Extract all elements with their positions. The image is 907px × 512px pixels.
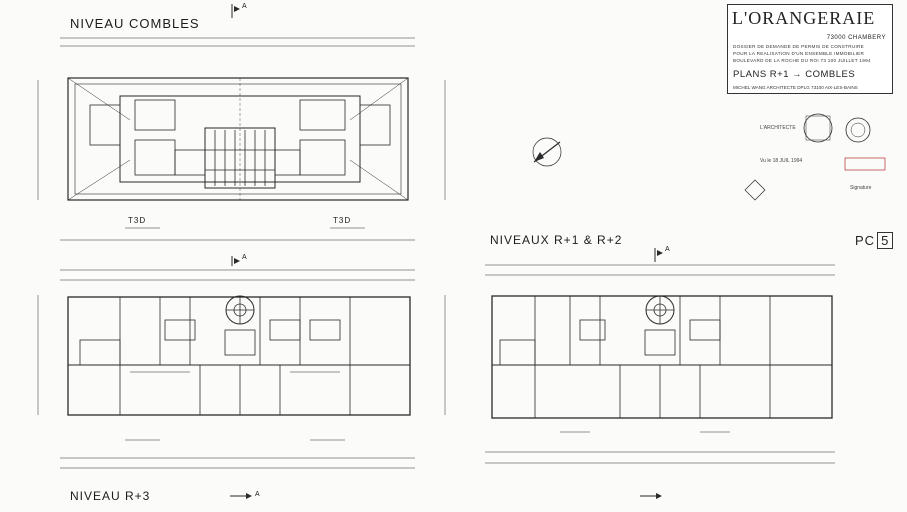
reference-stamp: Vu le 18 JUIL 1994 xyxy=(760,158,803,164)
plan-r3 xyxy=(37,256,446,499)
project-brand: L'ORANGERAIE xyxy=(732,8,876,28)
title-niveaux-r1-r2: NIVEAUX R+1 & R+2 xyxy=(490,233,623,247)
description-line-1: DOSSIER DE DEMANDE DE PERMIS DE CONSTRUI… xyxy=(733,44,865,49)
architect-stamp: L'ARCHITECTE xyxy=(760,125,796,131)
seal-stamp-icon xyxy=(744,113,886,201)
description-line-2: POUR LA REALISATION D'UN ENSEMBLE IMMOBI… xyxy=(733,51,865,56)
section-marker-r1r2: A xyxy=(665,246,671,253)
title-block: L'ORANGERAIE 73000 CHAMBERY DOSSIER DE D… xyxy=(727,4,893,94)
description-line-3: BOULEVARD DE LA ROCHE DU ROI 73 100 JUIL… xyxy=(733,58,871,63)
plan-r1-r2 xyxy=(485,248,835,499)
postcode-city: 73000 CHAMBERY xyxy=(826,35,886,41)
sheet-code-prefix: PC xyxy=(855,233,876,248)
title-niveau-combles: NIVEAU COMBLES xyxy=(70,16,200,31)
plan-combles xyxy=(37,4,446,241)
sheet-code-number: 5 xyxy=(877,232,894,249)
architect-line: MICHEL WANG ARCHITECTE DPLG 73100 AIX-LE… xyxy=(733,85,858,90)
type-label-left: T3D xyxy=(128,216,147,225)
title-niveau-r3: NIVEAU R+3 xyxy=(70,489,151,503)
section-marker-r3: A xyxy=(242,254,248,261)
signature-stamp: Signature xyxy=(850,185,872,191)
type-label-right: T3D xyxy=(333,216,352,225)
plans-title: PLANS R+1 → COMBLES xyxy=(733,69,856,80)
section-marker-top: A xyxy=(242,3,248,10)
north-arrow-icon xyxy=(532,137,562,167)
section-marker-bottom: A xyxy=(255,491,261,498)
